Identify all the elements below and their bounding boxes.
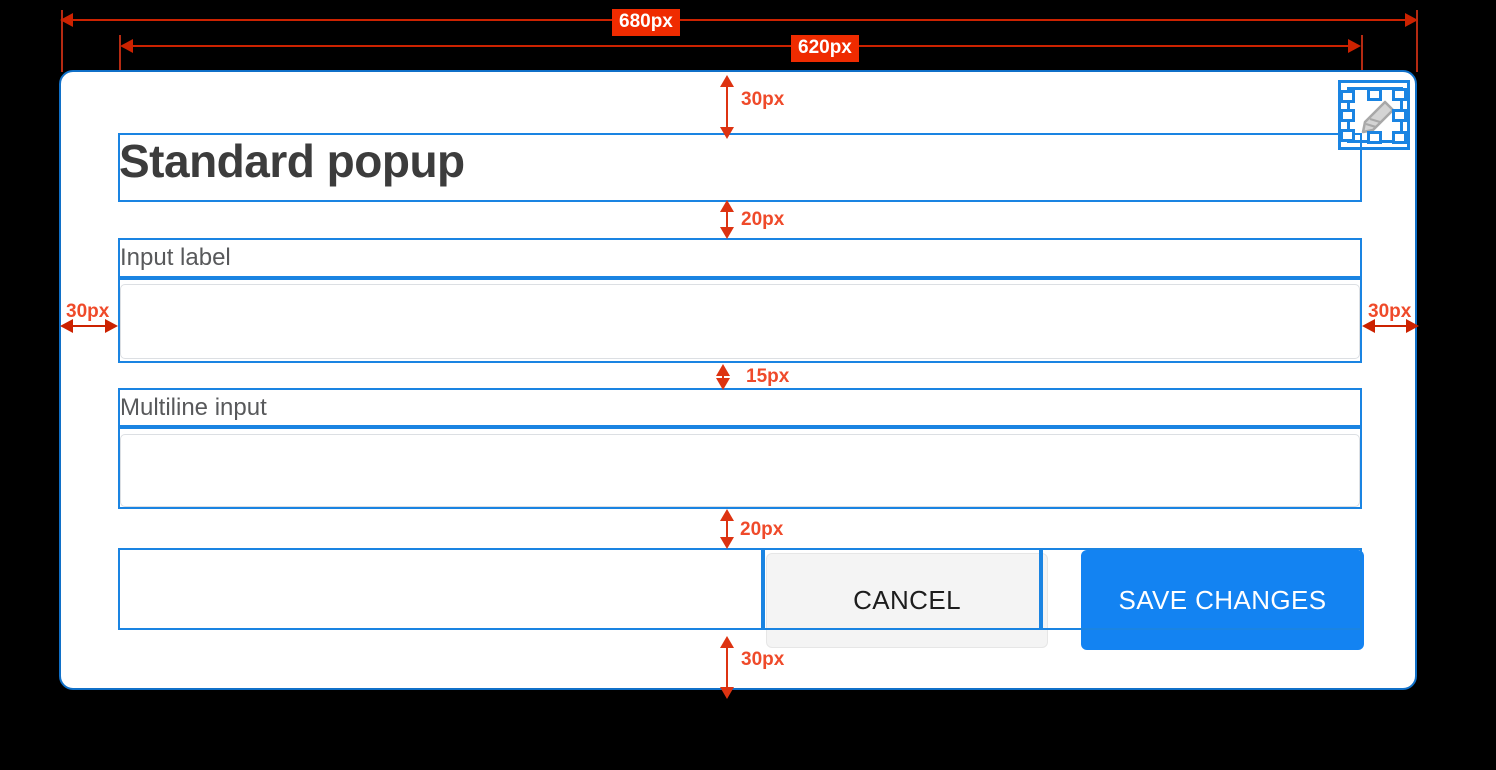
dimension-arrow-bottom-up (720, 636, 734, 648)
dimension-arrow-right-a (1362, 319, 1375, 333)
dimension-arrow-field-down (716, 378, 730, 390)
dimension-arrow-top-up (720, 75, 734, 87)
selection-handle-sw[interactable] (1340, 129, 1355, 142)
selection-handle-se[interactable] (1392, 131, 1407, 144)
dimension-line-field-gap (722, 369, 724, 383)
cancel-button[interactable]: CANCEL (766, 553, 1048, 648)
dimension-arrow-top-down (720, 127, 734, 139)
selection-handle-nw[interactable] (1340, 90, 1355, 103)
input-label-text: Input label (120, 244, 231, 271)
dimension-arrow-title-down (720, 227, 734, 239)
dimension-arrow-left-a (60, 319, 73, 333)
dimension-label-bottom-padding: 30px (741, 649, 785, 670)
standard-popup-dialog[interactable]: Standard popup Input label Multiline inp… (59, 70, 1417, 690)
dimension-arrow-actions-up (720, 509, 734, 521)
guide-line-outer-right (1416, 10, 1418, 72)
dimension-arrow-680-right (1405, 13, 1418, 27)
dimension-label-right-padding: 30px (1368, 301, 1412, 322)
search-input[interactable] (120, 284, 1360, 359)
dimension-line-right-padding (1370, 325, 1412, 327)
dimension-line-top-padding (726, 86, 728, 128)
dimension-line-title-gap (726, 207, 728, 231)
dimension-arrow-field-up (716, 364, 730, 376)
dimension-arrow-actions-down (720, 537, 734, 549)
dimension-arrow-680-left (60, 13, 73, 27)
dimension-label-title-gap: 20px (741, 209, 785, 230)
page-title: Standard popup (119, 135, 465, 187)
dimension-line-620 (128, 45, 1353, 47)
dimension-arrow-620-left (120, 39, 133, 53)
dimension-arrow-left-b (105, 319, 118, 333)
dimension-line-actions-gap (726, 516, 728, 542)
selection-handle-ne[interactable] (1392, 88, 1407, 101)
selection-bounds-outer (1338, 80, 1410, 150)
dimension-arrow-title-up (720, 200, 734, 212)
dimension-label-680: 680px (612, 9, 680, 36)
dimension-label-field-gap: 15px (746, 366, 790, 387)
dimension-label-left-padding: 30px (66, 301, 110, 322)
multiline-input[interactable] (120, 434, 1360, 507)
selection-handle-n[interactable] (1367, 88, 1382, 101)
dimension-label-actions-gap: 20px (740, 519, 784, 540)
multiline-label-text: Multiline input (120, 394, 267, 421)
selection-handle-s[interactable] (1367, 131, 1382, 144)
dimension-label-620: 620px (791, 35, 859, 62)
dimension-arrow-bottom-down (720, 687, 734, 699)
dimension-arrow-right-b (1406, 319, 1419, 333)
dimension-line-left-padding (70, 325, 112, 327)
selection-handle-e[interactable] (1392, 109, 1407, 122)
selection-handle-w[interactable] (1340, 109, 1355, 122)
dimension-label-top-padding: 30px (741, 89, 785, 110)
close-icon[interactable] (1355, 94, 1401, 140)
dimension-line-680 (68, 19, 1410, 21)
dimension-line-bottom-padding (726, 646, 728, 688)
guide-line-outer-left (61, 10, 63, 72)
save-changes-button[interactable]: SAVE CHANGES (1081, 550, 1364, 650)
dimension-arrow-620-right (1348, 39, 1361, 53)
